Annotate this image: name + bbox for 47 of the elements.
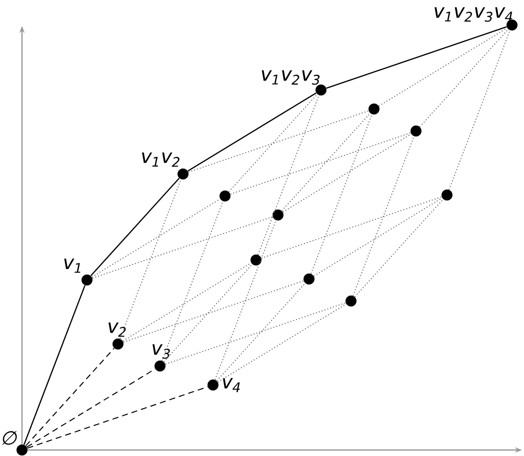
lattice-edge (26, 368, 156, 448)
lattice-edge (122, 262, 252, 342)
vertex-label: v$_{3}$ (152, 344, 170, 359)
vertex-label: v$_{4}$ (222, 378, 240, 392)
lattice-edge (188, 110, 370, 173)
vertex-label: v$_{1}$ (64, 258, 80, 273)
vertex-dot (220, 190, 230, 202)
lattice-edge (419, 28, 509, 128)
lattice-edge (92, 216, 274, 279)
lattice-edge (164, 302, 346, 365)
lattice-edge (214, 220, 276, 380)
vertex-label: v$_{1}$v$_{2}$v$_{3}$ (262, 70, 320, 85)
lattice-edge (25, 348, 115, 446)
vertex-label: ∅ (2, 431, 17, 445)
lattice-edge (378, 27, 508, 107)
lattice-edge (258, 94, 320, 256)
vertex-dot (368, 104, 380, 114)
lattice-edge (217, 303, 347, 383)
lattice-edge (26, 386, 208, 449)
lattice-edge (354, 198, 444, 298)
lattice-edge (281, 112, 371, 212)
lattice-edge (352, 136, 414, 296)
lattice-edge (122, 280, 304, 343)
lattice-edge (282, 133, 412, 213)
lattice-edge (216, 282, 306, 382)
lattice-edge (23, 285, 86, 445)
vertex-dot (272, 210, 284, 220)
lattice-edge (448, 30, 510, 190)
vertex-dot (410, 126, 422, 136)
vertex-label: v$_{2}$ (108, 322, 126, 337)
lattice-edge (120, 178, 182, 340)
lattice-edge (91, 198, 221, 278)
lattice-edge (230, 132, 412, 195)
lattice-edge (326, 26, 507, 89)
lattice-edge (90, 178, 180, 276)
lattice-edge (313, 197, 443, 277)
lattice-edge (162, 200, 224, 362)
lattice-edge (188, 92, 316, 172)
vertex-dot (250, 254, 262, 266)
vertex-label: v$_{1}$v$_{2}$ (142, 152, 180, 167)
vertex-dot (346, 296, 356, 306)
lattice-edge (228, 94, 318, 192)
lattice-edge (260, 196, 442, 259)
lattice-edge (163, 264, 253, 362)
vertex-dot (442, 190, 452, 200)
vertex-dot (304, 274, 314, 284)
lattice-edge (310, 114, 372, 274)
